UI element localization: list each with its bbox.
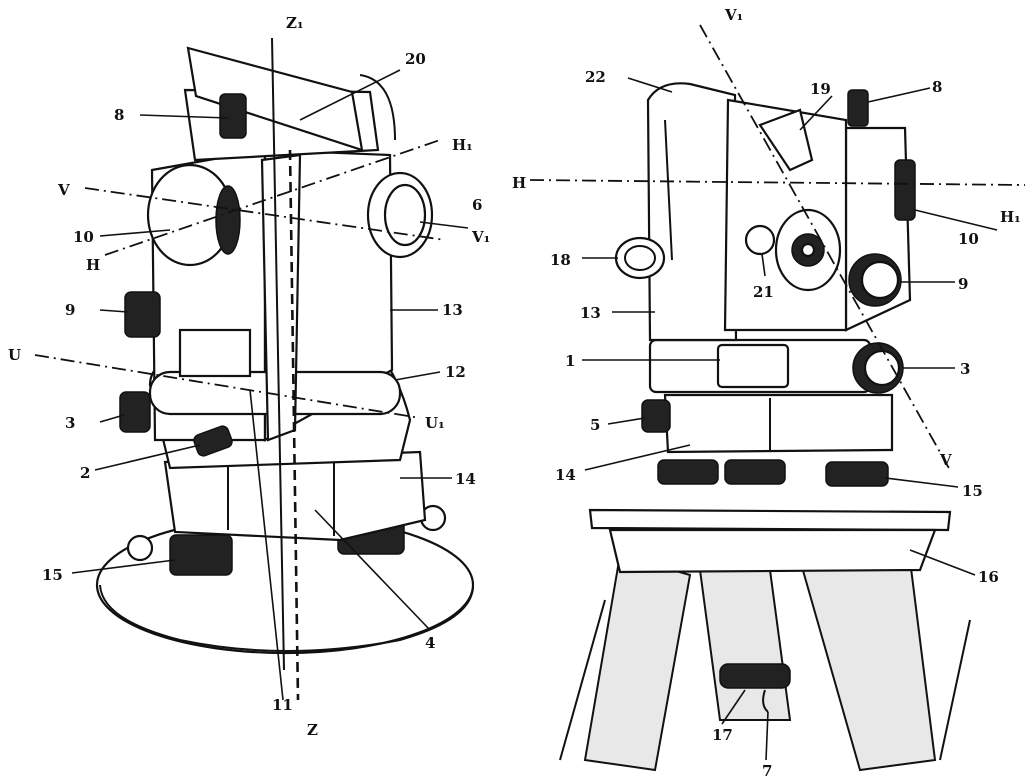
right-theodolite-drawing: V₁ 22 19 8 H H₁ 10 18 21 9 13 1 3 5 V 14…	[512, 6, 1026, 780]
label-9-right: 9	[958, 275, 968, 293]
tripod-leg-right	[798, 559, 937, 772]
label-15: 15	[42, 566, 63, 584]
label-z: Z	[307, 721, 318, 739]
label-18: 18	[550, 251, 571, 269]
knob-17	[719, 663, 791, 689]
standard-22	[646, 82, 738, 342]
label-19: 19	[810, 80, 831, 98]
label-14: 14	[455, 470, 476, 488]
tribrach-right	[663, 393, 894, 454]
axis-u-line	[34, 354, 421, 419]
label-3: 3	[65, 414, 75, 432]
label-17: 17	[712, 726, 733, 744]
label-u1: U₁	[425, 414, 445, 432]
left-theodolite-drawing: Z₁ 20 8 H₁ V 6 10 V₁ H 9 13 U 12 3 U₁ 2 …	[8, 14, 490, 739]
label-10: 10	[73, 228, 94, 246]
label-5: 5	[590, 416, 600, 434]
footscrew-left	[169, 534, 233, 576]
label-h1-right: H₁	[1000, 208, 1021, 226]
knob-19	[758, 108, 814, 172]
sight-cover	[186, 46, 364, 152]
axis-h-right	[529, 179, 1026, 186]
tripod-head	[588, 508, 952, 532]
label-12: 12	[445, 363, 466, 381]
label-13-right: 13	[580, 304, 601, 322]
label-21: 21	[753, 283, 774, 301]
label-2: 2	[80, 464, 90, 482]
label-20: 20	[405, 50, 426, 68]
label-h1: H₁	[452, 136, 473, 154]
label-9: 9	[65, 301, 75, 319]
label-v: V	[57, 181, 70, 199]
label-v-right: V	[939, 451, 952, 469]
label-22: 22	[585, 68, 606, 86]
knob-5	[641, 399, 671, 433]
label-7: 7	[762, 762, 772, 780]
label-11: 11	[272, 696, 293, 714]
label-14-right: 14	[555, 466, 576, 484]
label-h-right: H	[512, 174, 526, 192]
footscrew-15	[825, 461, 889, 487]
label-u: U	[8, 346, 21, 364]
label-3-right: 3	[960, 360, 970, 378]
axis-v-right	[699, 24, 951, 471]
knob-3	[119, 391, 151, 433]
label-10-right: 10	[958, 230, 979, 248]
label-v1: V₁	[471, 228, 490, 246]
axis-z-line	[271, 37, 285, 671]
knob-8-right	[847, 89, 869, 127]
label-13: 13	[442, 301, 463, 319]
label-16: 16	[978, 568, 999, 586]
label-1: 1	[565, 352, 575, 370]
tripod-leg-center	[698, 569, 792, 721]
mirror-18	[614, 236, 666, 280]
knob-8	[219, 93, 247, 139]
label-15-right: 15	[962, 482, 983, 500]
knob-9	[124, 291, 161, 338]
label-h: H	[86, 256, 100, 274]
axis-v-line	[84, 187, 446, 241]
label-8: 8	[114, 106, 124, 124]
tripod-leg-left	[583, 553, 692, 772]
knob-10	[894, 159, 916, 221]
label-8-right: 8	[932, 78, 942, 96]
label-4: 4	[425, 634, 435, 652]
label-z1: Z₁	[286, 14, 304, 32]
label-v1-right: V₁	[724, 6, 743, 24]
label-6: 6	[472, 196, 482, 214]
axis-h-line	[104, 139, 441, 256]
